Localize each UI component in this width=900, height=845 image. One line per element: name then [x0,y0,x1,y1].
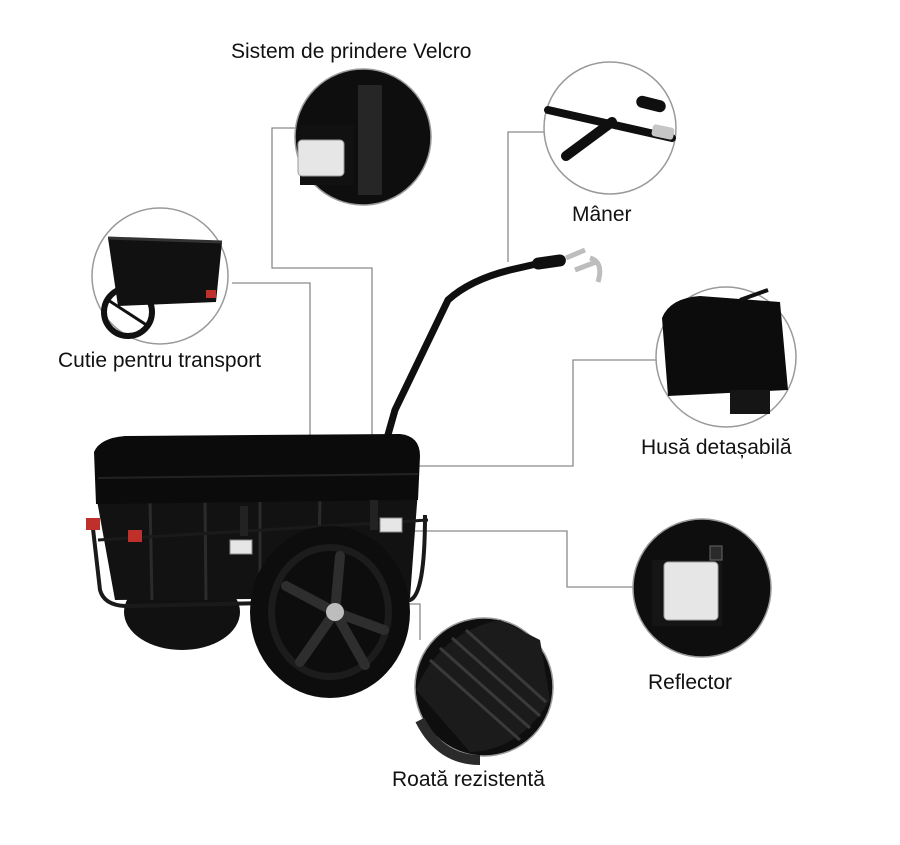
rear-light-1 [86,518,100,530]
label-detachable-cover: Husă detașabilă [641,436,792,459]
handle-grip [532,254,566,270]
velcro-reflector [297,139,345,177]
reflector-lens [663,561,719,621]
side-reflector-2 [379,517,403,533]
label-reflector: Reflector [648,671,733,694]
handle-clamp [565,247,603,283]
detail-husa [655,286,797,428]
leader-velcro [271,127,373,508]
detail-maner [543,61,677,195]
detail-roata [414,617,554,765]
label-handle: Mâner [572,203,632,226]
leader-husa [418,359,660,467]
label-velcro-system: Sistem de prindere Velcro [231,40,472,63]
detail-reflector [632,518,772,658]
handle-bar [374,258,549,474]
detail-velcro [294,68,432,206]
label-sturdy-wheel: Roată rezistentă [392,768,545,791]
side-reflector-1 [229,539,253,555]
rear-light-2 [128,530,142,542]
leader-reflector [408,530,636,588]
front-wheel [250,526,410,698]
label-transport-box: Cutie pentru transport [58,349,262,372]
detail-cutie [91,207,229,345]
leader-maner [507,131,544,262]
cover [94,434,420,504]
leader-cutie [232,282,311,505]
trailer-main [86,247,603,698]
frame-tube [90,514,427,609]
